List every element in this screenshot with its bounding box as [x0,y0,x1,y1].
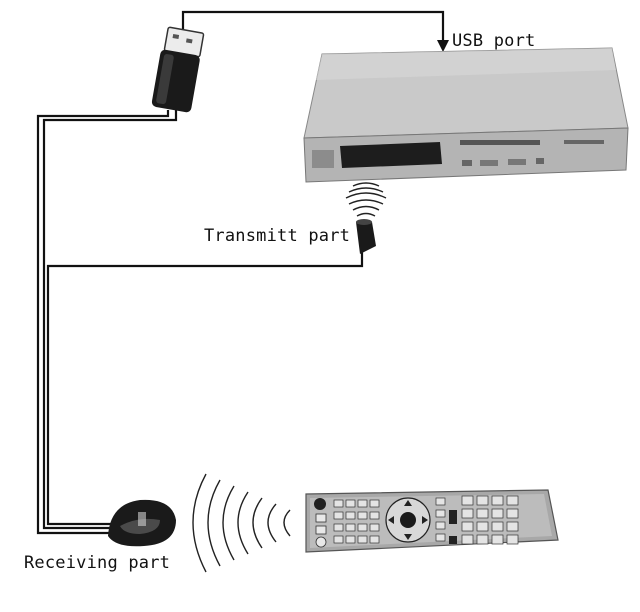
receiving-part-label: Receiving part [24,553,171,573]
transmitter-cable [46,252,364,526]
usb-to-receiver-cable-a [36,110,170,535]
usb-port-label: USB port [452,31,536,51]
transmitt-part-label: Transmitt part [204,226,351,246]
ir-waves-top [345,182,387,217]
ir-waves-bottom [192,473,291,573]
usb-to-receiver-cable-b [42,110,178,530]
ir-receiver-icon [108,499,176,547]
remote-control-icon [305,489,559,553]
usb-cable [181,10,445,44]
set-top-box-icon [303,47,629,183]
usb-arrow-icon [437,40,449,52]
ir-emitter-icon [356,219,376,254]
cables [36,10,445,535]
usb-dongle-icon [151,26,205,113]
